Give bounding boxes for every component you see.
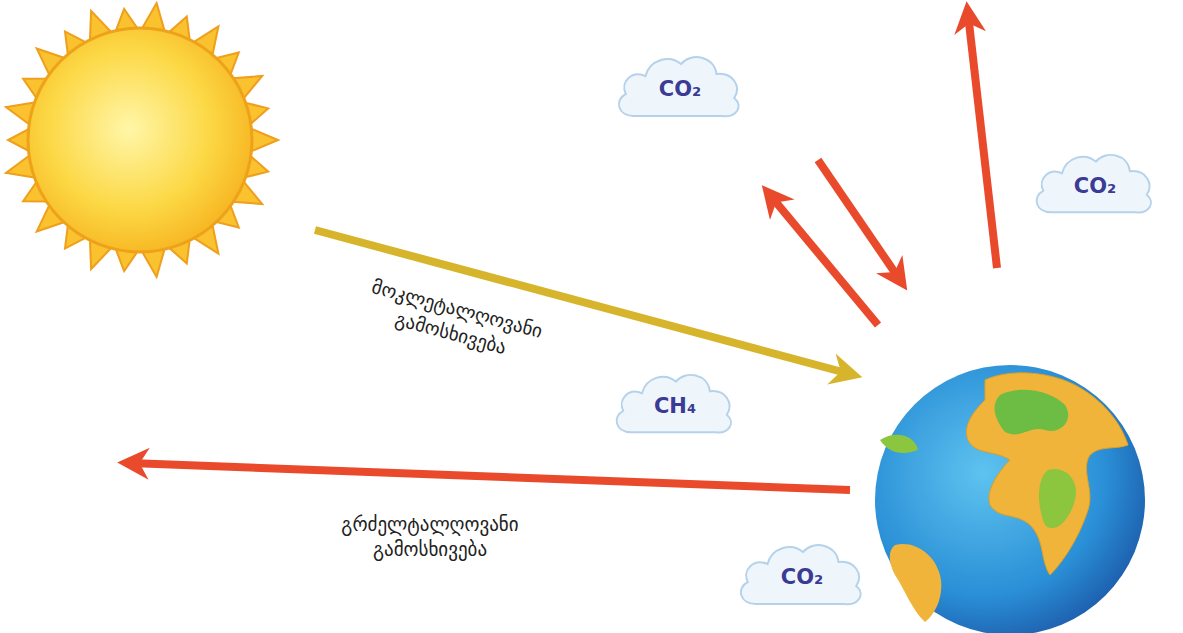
sun-flames xyxy=(6,3,278,277)
continent xyxy=(880,435,918,453)
gas-formula: CO₂ xyxy=(1074,168,1116,198)
gas-formula: CH₄ xyxy=(654,388,696,418)
longwave-arrow xyxy=(130,463,850,490)
sun-flames xyxy=(6,3,278,277)
continent xyxy=(890,544,942,622)
gas-cloud: CO₂ xyxy=(612,48,748,124)
radiation-label: გრძელტალღოვანი გამოსხივება xyxy=(300,512,560,561)
continent xyxy=(966,373,1128,575)
gas-cloud: CO₂ xyxy=(734,536,870,612)
earth xyxy=(875,365,1145,633)
sun xyxy=(28,28,252,252)
emitted-arrow xyxy=(770,195,878,325)
continent xyxy=(1039,469,1076,528)
reflected-arrow xyxy=(818,160,900,280)
radiation-label: მოკლეტალღოვანი გამოსხივება xyxy=(317,262,591,380)
continent xyxy=(995,390,1069,435)
gas-cloud: CH₄ xyxy=(610,366,740,440)
escaping-arrow xyxy=(968,14,997,268)
gas-cloud: CO₂ xyxy=(1030,146,1160,220)
gas-formula: CO₂ xyxy=(781,559,823,589)
gas-formula: CO₂ xyxy=(659,71,701,101)
